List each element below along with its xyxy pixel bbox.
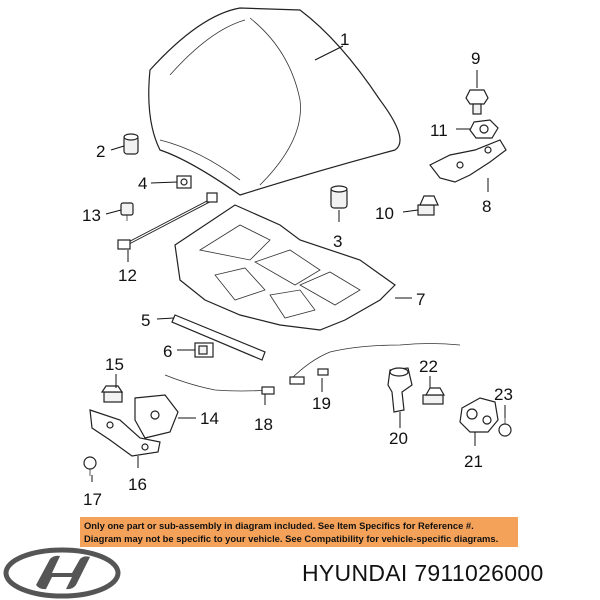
part-hood bbox=[148, 7, 401, 196]
part-clip-4 bbox=[176, 175, 192, 189]
callout-13: 13 bbox=[82, 206, 101, 225]
part-grommet-13 bbox=[120, 202, 134, 221]
callout-3: 3 bbox=[333, 232, 342, 251]
part-weatherstrip bbox=[171, 314, 266, 361]
part-nut-11 bbox=[469, 119, 499, 139]
brand-name: HYUNDAI bbox=[302, 560, 408, 586]
part-clip-23 bbox=[498, 418, 512, 437]
callout-17: 17 bbox=[83, 490, 102, 509]
callout-18: 18 bbox=[254, 415, 273, 434]
callout-20: 20 bbox=[389, 429, 408, 448]
part-hood-lock bbox=[89, 409, 161, 457]
part-bolt-15 bbox=[100, 385, 124, 403]
part-bolt-22 bbox=[422, 387, 446, 405]
part-caption: HYUNDAI 7911026000 bbox=[302, 560, 544, 587]
hyundai-logo bbox=[3, 547, 121, 599]
part-clip-6 bbox=[194, 342, 214, 358]
callout-7: 7 bbox=[416, 290, 425, 309]
part-bumper-stop-3 bbox=[330, 185, 348, 209]
notice-line-1: Only one part or sub-assembly in diagram… bbox=[84, 520, 474, 531]
part-release-cable bbox=[289, 343, 461, 385]
callout-2: 2 bbox=[96, 142, 105, 161]
part-insulator-pad bbox=[174, 204, 396, 331]
part-bolt-9 bbox=[465, 89, 489, 115]
callout-10: 10 bbox=[375, 204, 394, 223]
part-hood-stay-rod bbox=[117, 192, 218, 250]
callout-14: 14 bbox=[200, 409, 219, 428]
callout-6: 6 bbox=[163, 342, 172, 361]
callout-15: 15 bbox=[105, 355, 124, 374]
callout-23: 23 bbox=[494, 385, 513, 404]
part-hinge bbox=[429, 139, 507, 183]
part-release-cable-2 bbox=[164, 374, 275, 395]
callout-12: 12 bbox=[118, 266, 137, 285]
callout-1: 1 bbox=[340, 30, 349, 49]
callout-19: 19 bbox=[312, 394, 331, 413]
part-hood-latch-assembly bbox=[459, 397, 499, 433]
part-bolt-10 bbox=[417, 195, 439, 216]
parts-diagram: 1 2 4 13 12 3 9 11 bbox=[82, 7, 513, 509]
callout-11: 11 bbox=[430, 121, 448, 140]
part-number: 7911026000 bbox=[414, 560, 544, 586]
part-bumper-stop bbox=[123, 133, 139, 155]
part-latch bbox=[387, 367, 413, 413]
compatibility-notice: Only one part or sub-assembly in diagram… bbox=[80, 517, 518, 547]
callout-22: 22 bbox=[419, 357, 438, 376]
callout-9: 9 bbox=[471, 49, 480, 68]
callout-5: 5 bbox=[141, 311, 150, 330]
callout-16: 16 bbox=[128, 475, 147, 494]
callout-21: 21 bbox=[464, 452, 483, 471]
part-clip-17 bbox=[83, 456, 97, 476]
callout-4: 4 bbox=[138, 174, 147, 193]
notice-line-2: Diagram may not be specific to your vehi… bbox=[84, 533, 499, 544]
part-lock-bracket bbox=[134, 394, 179, 439]
callout-8: 8 bbox=[482, 197, 491, 216]
